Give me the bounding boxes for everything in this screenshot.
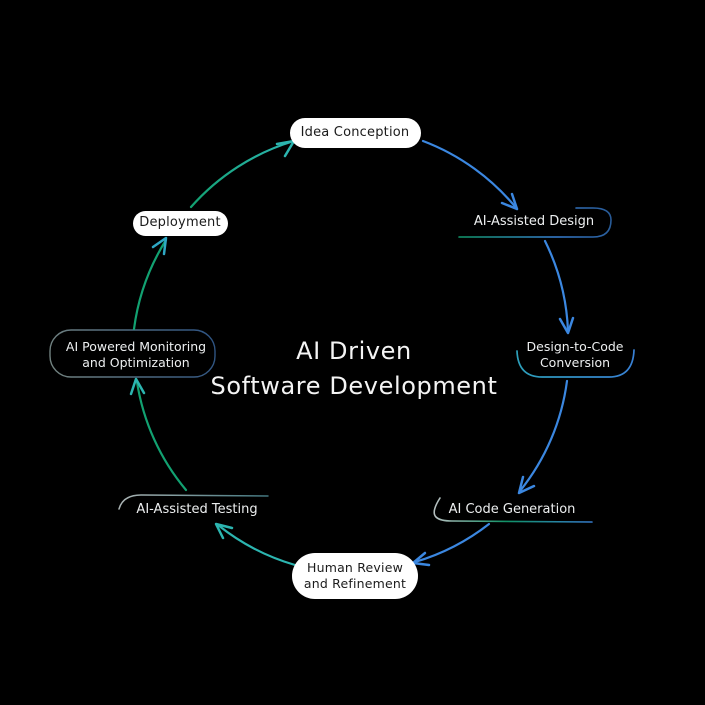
node-ai-code-generation: AI Code Generation xyxy=(449,502,576,518)
node-label: Idea Conception xyxy=(300,125,410,140)
node-label-line2: and Optimization xyxy=(82,355,190,370)
arrowhead-into-deployment xyxy=(151,236,168,256)
edge-conversion-to-codegen xyxy=(518,379,569,493)
arrowhead-into-conversion xyxy=(558,316,575,335)
node-ai-assisted-design: AI-Assisted Design xyxy=(474,214,594,230)
node-design-to-code-conversion: Design-to-Code Conversion xyxy=(527,339,624,371)
node-idea-conception: Idea Conception xyxy=(301,125,410,141)
node-label-line1: Human Review xyxy=(306,560,404,575)
edge-deployment-to-idea xyxy=(189,139,296,209)
edge-testing-to-monitoring xyxy=(135,380,188,492)
edge-codegen-to-review xyxy=(413,522,491,564)
edge-monitoring-to-deployment xyxy=(132,238,168,331)
arrowhead-into-monitoring xyxy=(129,377,146,396)
node-label-line2: and Refinement xyxy=(303,576,407,591)
node-ai-powered-monitoring: AI Powered Monitoring and Optimization xyxy=(66,339,206,371)
node-ai-assisted-testing: AI-Assisted Testing xyxy=(136,502,257,518)
node-label-line1: AI Powered Monitoring xyxy=(65,339,207,354)
node-label-line1: Design-to-Code xyxy=(526,339,624,354)
edge-review-to-testing xyxy=(216,523,297,567)
node-label: AI Code Generation xyxy=(448,502,576,517)
arrowhead-into-idea xyxy=(275,139,296,158)
border-ai-assisted-design xyxy=(458,207,612,238)
arrowhead-into-design xyxy=(500,192,519,211)
diagram-title-line2: Software Development xyxy=(210,372,498,400)
edge-design-to-conversion xyxy=(543,239,570,333)
pill-bg-idea-conception xyxy=(290,118,421,148)
edge-idea-to-design xyxy=(421,139,519,211)
border-ai-powered-monitoring xyxy=(49,329,216,378)
node-label: Deployment xyxy=(139,215,221,230)
diagram-title: AI Driven Software Development xyxy=(211,334,498,404)
border-ai-assisted-testing xyxy=(118,494,269,510)
diagram-title-line1: AI Driven xyxy=(296,337,412,365)
border-ai-code-generation xyxy=(433,497,593,523)
node-deployment: Deployment xyxy=(139,215,221,231)
node-label: AI-Assisted Testing xyxy=(136,502,258,517)
border-design-to-code-conversion xyxy=(516,349,635,378)
node-label: AI-Assisted Design xyxy=(473,214,595,229)
node-human-review-refinement: Human Review and Refinement xyxy=(304,560,406,592)
node-label-line2: Conversion xyxy=(539,355,611,370)
pill-bg-deployment xyxy=(133,211,228,236)
arrowhead-into-codegen xyxy=(517,475,536,495)
arrowhead-into-testing xyxy=(214,522,234,540)
pill-bg-human-review xyxy=(292,553,418,599)
